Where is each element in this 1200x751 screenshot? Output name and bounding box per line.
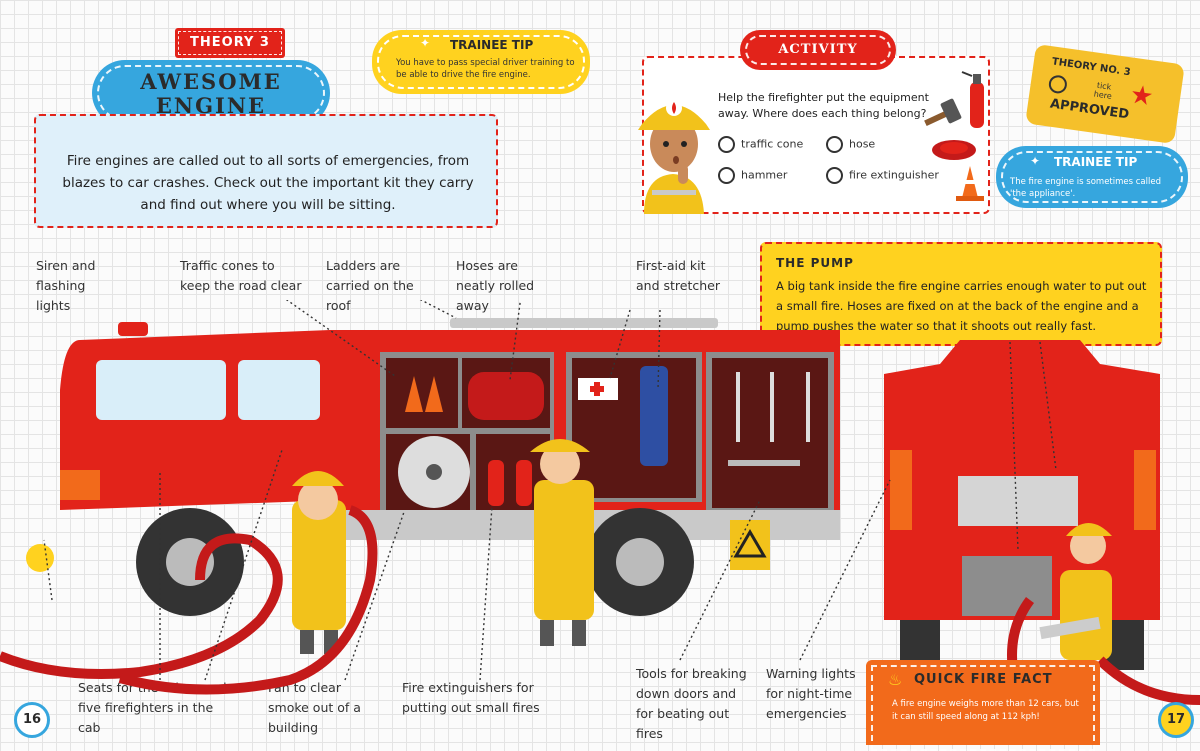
fire-extinguisher-icon bbox=[961, 71, 984, 128]
firefighter-center bbox=[530, 439, 594, 646]
pump-text: A big tank inside the fire engine carrie… bbox=[776, 279, 1147, 333]
trainee-tip-1: ✦ TRAINEE TIP You have to pass special d… bbox=[372, 30, 590, 94]
activity-label: ACTIVITY bbox=[778, 42, 858, 57]
option-hose[interactable]: hose bbox=[826, 136, 875, 153]
pump-box: THE PUMP A big tank inside the fire engi… bbox=[760, 242, 1162, 346]
callout-ladders: Ladders are carried on the roof bbox=[326, 258, 414, 313]
option-traffic-cone[interactable]: traffic cone bbox=[718, 136, 803, 153]
option-fire-extinguisher-label: fire extinguisher bbox=[849, 168, 939, 182]
hammer-icon bbox=[924, 98, 962, 127]
star-icon: ★ bbox=[1128, 79, 1156, 113]
callout-siren: Siren and flashing lights bbox=[36, 258, 96, 313]
radio-hammer[interactable] bbox=[718, 167, 735, 184]
trainee-tip-2: ✦ TRAINEE TIP The fire engine is sometim… bbox=[996, 146, 1188, 208]
page-number-left-label: 16 bbox=[22, 712, 42, 727]
firefighter-thinking-illustration bbox=[638, 100, 710, 214]
option-hammer[interactable]: hammer bbox=[718, 167, 787, 184]
activity-tag: ACTIVITY bbox=[740, 30, 896, 70]
trainee-tip-1-text: You have to pass special driver training… bbox=[396, 58, 575, 80]
callout-extinguishers: Fire extinguishers for putting out small… bbox=[402, 680, 540, 715]
quick-fact-label: QUICK FIRE FACT bbox=[914, 672, 1053, 687]
pump-title: THE PUMP bbox=[776, 256, 854, 270]
stamp-line2: APPROVED bbox=[1049, 96, 1130, 123]
sparkle-icon: ✦ bbox=[420, 36, 431, 50]
callout-traffic-cones: Traffic cones to keep the road clear bbox=[180, 258, 302, 293]
option-hose-label: hose bbox=[849, 137, 876, 151]
trainee-tip-1-label: TRAINEE TIP bbox=[450, 38, 534, 52]
trainee-tip-2-label: TRAINEE TIP bbox=[1054, 155, 1138, 169]
stamp-line1: THEORY NO. 3 bbox=[1051, 56, 1132, 79]
stamp-tick-text: tick here bbox=[1093, 80, 1113, 101]
fire-engine-illustration bbox=[0, 300, 1200, 745]
option-hammer-label: hammer bbox=[741, 168, 788, 182]
callout-tools: Tools for breaking down doors and for be… bbox=[636, 666, 747, 741]
callout-warning-lights: Warning lights for night-time emergencie… bbox=[766, 666, 856, 721]
page-number-left: 16 bbox=[14, 702, 50, 738]
page-title-line1: AWESOME bbox=[140, 69, 282, 94]
flame-icon: ♨ bbox=[888, 670, 903, 689]
quick-fact-text: A fire engine weighs more than 12 cars, … bbox=[892, 699, 1079, 722]
page-number-right-label: 17 bbox=[1166, 712, 1186, 727]
equipment-icons bbox=[924, 71, 984, 201]
radio-traffic-cone[interactable] bbox=[718, 136, 735, 153]
hose-icon bbox=[932, 140, 976, 160]
fire-engine-side bbox=[26, 318, 840, 616]
quick-fire-fact: ♨ QUICK FIRE FACT A fire engine weighs m… bbox=[866, 660, 1100, 751]
intro-text: Fire engines are called out to all sorts… bbox=[62, 153, 474, 213]
callout-hoses: Hoses are neatly rolled away bbox=[456, 258, 535, 313]
intro-box: Fire engines are called out to all sorts… bbox=[34, 114, 498, 228]
callout-fan: Fan to clear smoke out of a building bbox=[268, 680, 361, 735]
trainee-tip-2-text: The fire engine is sometimes called 'the… bbox=[1010, 177, 1161, 199]
theory-tag: THEORY 3 bbox=[175, 28, 285, 58]
callout-first-aid: First-aid kit and stretcher bbox=[636, 258, 720, 293]
traffic-cone-icon bbox=[956, 166, 984, 201]
page-title-line2: ENGINE bbox=[155, 93, 267, 118]
firefighter-left bbox=[292, 471, 346, 654]
stamp-checkbox[interactable] bbox=[1047, 74, 1069, 95]
sparkle-icon: ✦ bbox=[1030, 154, 1041, 168]
radio-fire-extinguisher[interactable] bbox=[826, 167, 843, 184]
option-traffic-cone-label: traffic cone bbox=[741, 137, 804, 151]
option-fire-extinguisher[interactable]: fire extinguisher bbox=[826, 167, 939, 184]
radio-hose[interactable] bbox=[826, 136, 843, 153]
approved-stamp: THEORY NO. 3 tick here ★ APPROVED bbox=[1025, 43, 1185, 145]
activity-question: Help the firefighter put the equipment a… bbox=[718, 91, 929, 120]
page-number-right: 17 bbox=[1158, 702, 1194, 738]
theory-tag-label: THEORY 3 bbox=[190, 35, 270, 50]
firefighter-rear bbox=[1039, 523, 1112, 660]
